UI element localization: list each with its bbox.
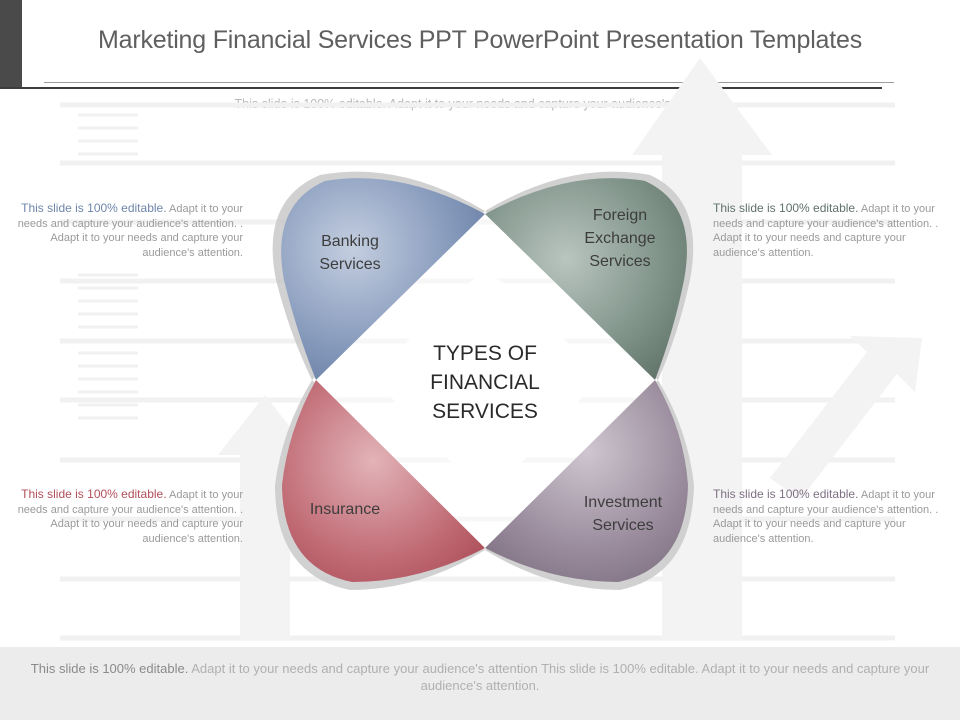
note-lead: This slide is 100% editable. bbox=[713, 201, 859, 215]
background-ladder bbox=[78, 113, 138, 420]
note-insurance: This slide is 100% editable. Adapt it to… bbox=[13, 487, 243, 546]
petal-banking bbox=[281, 178, 485, 380]
note-text: Adapt it to your needs and capture your … bbox=[17, 489, 243, 545]
petal-label-foreign-exchange: Foreign Exchange Services bbox=[584, 207, 656, 270]
note-lead: This slide is 100% editable. bbox=[21, 487, 167, 501]
note-lead: This slide is 100% editable. bbox=[21, 201, 167, 215]
note-text: Adapt it to your needs and capture your … bbox=[713, 489, 939, 545]
note-text: Adapt it to your needs and capture your … bbox=[713, 203, 939, 259]
diagram-center-label: TYPES OF FINANCIAL SERVICES bbox=[430, 342, 540, 423]
diamond-ring bbox=[316, 214, 655, 548]
petal-foreign-exchange bbox=[485, 178, 687, 380]
note-lead: This slide is 100% editable. bbox=[713, 487, 859, 501]
note-banking: This slide is 100% editable. Adapt it to… bbox=[13, 201, 243, 260]
petal-investment bbox=[485, 380, 688, 582]
footer-rest: Adapt it to your needs and capture your … bbox=[191, 661, 930, 693]
footer-band bbox=[0, 647, 960, 720]
corner-accent-bar bbox=[0, 0, 22, 88]
petal-label-banking: Banking Services bbox=[319, 233, 381, 273]
title-rule-thin bbox=[44, 82, 894, 83]
note-investment: This slide is 100% editable. Adapt it to… bbox=[713, 487, 943, 546]
petal-label-investment: Investment Services bbox=[583, 494, 663, 534]
note-foreign-exchange: This slide is 100% editable. Adapt it to… bbox=[713, 201, 943, 260]
footer-text: This slide is 100% editable. Adapt it to… bbox=[10, 660, 950, 694]
petal-label-insurance: Insurance bbox=[309, 501, 381, 518]
petal-insurance bbox=[282, 380, 485, 582]
note-text: Adapt it to your needs and capture your … bbox=[17, 203, 243, 259]
slide-title: Marketing Financial Services PPT PowerPo… bbox=[97, 26, 863, 54]
center-hole bbox=[378, 272, 595, 490]
footer-lead: This slide is 100% editable. bbox=[30, 661, 189, 676]
title-rule-thick bbox=[0, 87, 882, 89]
